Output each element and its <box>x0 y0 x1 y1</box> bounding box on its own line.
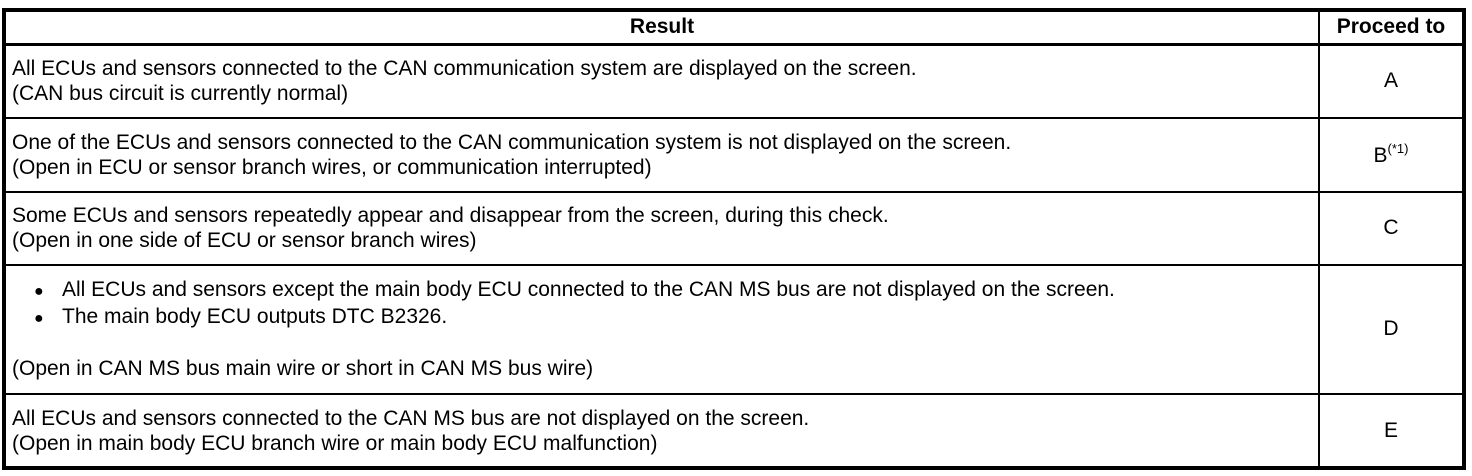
result-text: All ECUs and sensors connected to the CA… <box>12 406 810 430</box>
result-table-frame: Result Proceed to All ECUs and sensors c… <box>2 8 1466 470</box>
bullet-item: ● The main body ECU outputs DTC B2326. <box>12 304 1310 331</box>
result-text: All ECUs and sensors connected to the CA… <box>12 57 917 81</box>
proceed-value: C <box>1383 216 1399 240</box>
table-row: ● All ECUs and sensors except the main b… <box>6 264 1462 396</box>
proceed-cell: C <box>1319 191 1462 266</box>
result-cell: One of the ECUs and sensors connected to… <box>6 117 1320 193</box>
result-note: (Open in main body ECU branch wire or ma… <box>12 431 658 455</box>
proceed-cell: D <box>1319 264 1462 396</box>
proceed-value: D <box>1383 317 1399 341</box>
bullet-item: ● All ECUs and sensors except the main b… <box>12 277 1310 304</box>
proceed-value: E <box>1383 418 1398 442</box>
result-text: The main body ECU outputs DTC B2326. <box>62 305 448 329</box>
table-row: One of the ECUs and sensors connected to… <box>6 117 1462 193</box>
table-row: All ECUs and sensors connected to the CA… <box>6 394 1462 466</box>
header-row: Result Proceed to <box>6 12 1462 46</box>
result-note: (CAN bus circuit is currently normal) <box>12 82 349 106</box>
result-cell: ● All ECUs and sensors except the main b… <box>6 264 1320 396</box>
proceed-value: A <box>1383 69 1398 93</box>
proceed-footnote-ref: (*1) <box>1387 140 1409 156</box>
proceed-cell: E <box>1319 394 1462 466</box>
proceed-value: B <box>1373 143 1388 167</box>
proceed-cell: A <box>1319 44 1462 119</box>
result-table: Result Proceed to All ECUs and sensors c… <box>6 12 1462 466</box>
bullet-icon: ● <box>34 283 44 301</box>
table-row: Some ECUs and sensors repeatedly appear … <box>6 191 1462 266</box>
proceed-cell: B(*1) <box>1319 117 1462 193</box>
result-cell: All ECUs and sensors connected to the CA… <box>6 44 1320 119</box>
result-column-header: Result <box>6 12 1320 46</box>
table-row: All ECUs and sensors connected to the CA… <box>6 44 1462 119</box>
result-note: (Open in CAN MS bus main wire or short i… <box>12 357 594 381</box>
result-note: (Open in one side of ECU or sensor branc… <box>12 229 477 253</box>
result-text: Some ECUs and sensors repeatedly appear … <box>12 204 889 228</box>
blank-line <box>12 331 1310 356</box>
result-text: All ECUs and sensors except the main bod… <box>62 278 1115 302</box>
result-text: One of the ECUs and sensors connected to… <box>12 130 1012 154</box>
proceed-column-header: Proceed to <box>1319 12 1462 46</box>
bullet-icon: ● <box>34 310 44 328</box>
result-note: (Open in ECU or sensor branch wires, or … <box>12 155 652 179</box>
result-cell: Some ECUs and sensors repeatedly appear … <box>6 191 1320 266</box>
result-cell: All ECUs and sensors connected to the CA… <box>6 394 1320 466</box>
